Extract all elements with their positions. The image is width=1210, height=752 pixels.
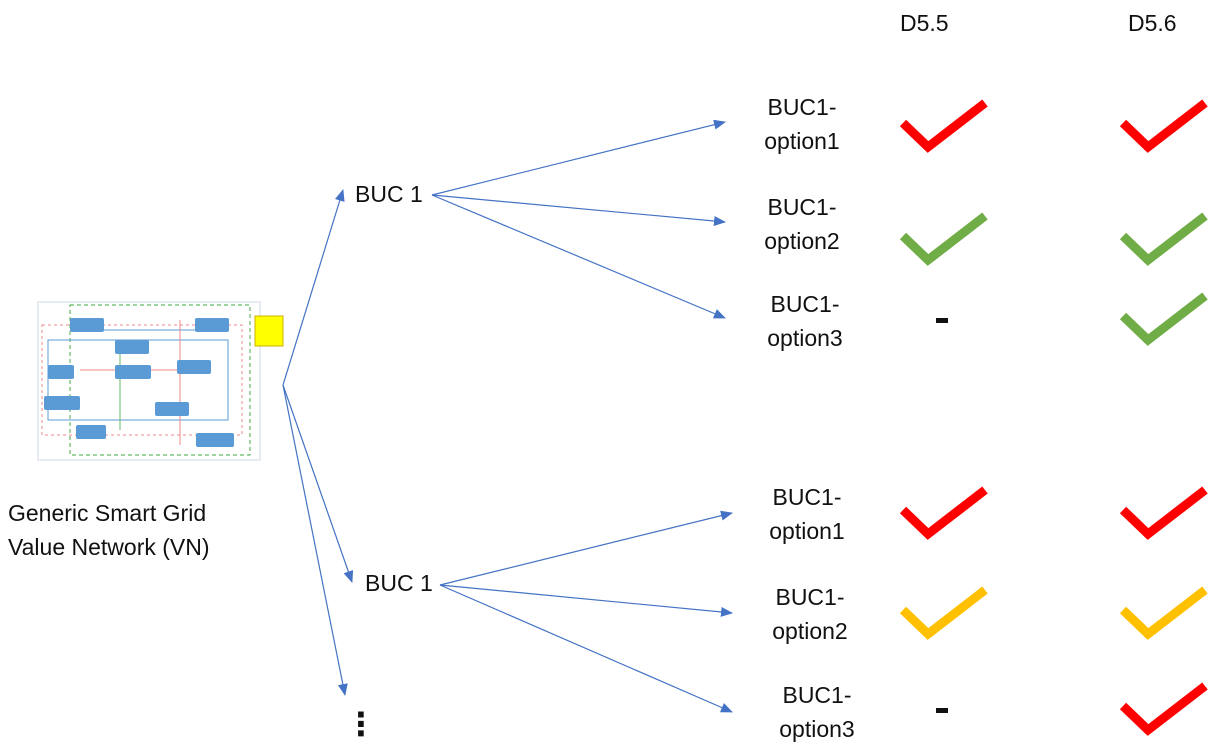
check-red-icon bbox=[899, 99, 988, 153]
group-1-option-3: BUC1- option3 bbox=[735, 287, 875, 355]
check-green-icon bbox=[1119, 292, 1208, 346]
group-2-option-2: BUC1- option2 bbox=[740, 580, 880, 648]
ellipsis: ⋮ bbox=[345, 706, 377, 742]
option-line-2: option3 bbox=[779, 716, 855, 742]
check-yellow-icon bbox=[1119, 586, 1208, 640]
option-line-1: BUC1- bbox=[770, 291, 840, 317]
not-applicable-dash-icon bbox=[936, 708, 948, 713]
status-marks bbox=[899, 99, 1208, 736]
check-red-icon bbox=[1119, 682, 1208, 736]
group-1-connectors bbox=[431, 119, 726, 319]
option-line-2: option3 bbox=[767, 325, 843, 351]
column-header-d56: D5.6 bbox=[1128, 10, 1177, 36]
column-header-d55: D5.5 bbox=[900, 10, 949, 36]
value-network-caption: Generic Smart Grid Value Network (VN) bbox=[8, 496, 210, 564]
caption-line-2: Value Network (VN) bbox=[8, 534, 210, 560]
group-1-option-1: BUC1- option1 bbox=[732, 90, 872, 158]
check-green-icon bbox=[899, 212, 988, 266]
value-network-thumbnail bbox=[37, 301, 284, 461]
check-red-icon bbox=[1119, 486, 1208, 540]
check-yellow-icon bbox=[899, 586, 988, 640]
option-line-1: BUC1- bbox=[775, 584, 845, 610]
group-2-option-3: BUC1- option3 bbox=[747, 678, 887, 746]
option-line-2: option1 bbox=[769, 518, 845, 544]
option-line-2: option2 bbox=[772, 618, 848, 644]
check-red-icon bbox=[1119, 99, 1208, 153]
option-line-1: BUC1- bbox=[767, 94, 837, 120]
option-line-1: BUC1- bbox=[772, 484, 842, 510]
caption-line-1: Generic Smart Grid bbox=[8, 500, 207, 526]
check-red-icon bbox=[899, 486, 988, 540]
check-green-icon bbox=[1119, 212, 1208, 266]
group-2-option-1: BUC1- option1 bbox=[737, 480, 877, 548]
not-applicable-dash-icon bbox=[936, 318, 948, 323]
option-line-1: BUC1- bbox=[767, 194, 837, 220]
root-connectors bbox=[282, 189, 354, 696]
thumbnail-legend bbox=[254, 315, 284, 347]
group-1-option-2: BUC1- option2 bbox=[732, 190, 872, 258]
option-line-2: option1 bbox=[764, 128, 840, 154]
option-line-1: BUC1- bbox=[782, 682, 852, 708]
group-1-label: BUC 1 bbox=[355, 181, 423, 207]
group-2-connectors bbox=[439, 510, 733, 713]
option-line-2: option2 bbox=[764, 228, 840, 254]
group-2-label: BUC 1 bbox=[365, 570, 433, 596]
